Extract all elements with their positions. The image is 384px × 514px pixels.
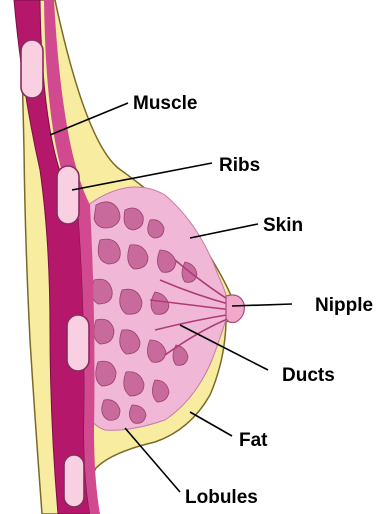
skin-label: Skin [263, 215, 303, 236]
nipple [226, 295, 244, 323]
muscle-label: Muscle [133, 93, 197, 114]
lobules-label: Lobules [185, 487, 258, 508]
fat-leader-line [190, 412, 232, 436]
rib [57, 166, 79, 224]
rib [21, 40, 43, 98]
fat-label: Fat [239, 430, 268, 451]
skin-leader-line [190, 224, 258, 238]
ducts-label: Ducts [282, 365, 335, 386]
rib [64, 455, 84, 507]
nipple-label: Nipple [315, 295, 373, 316]
ribs-label: Ribs [219, 155, 260, 176]
rib [67, 315, 89, 371]
